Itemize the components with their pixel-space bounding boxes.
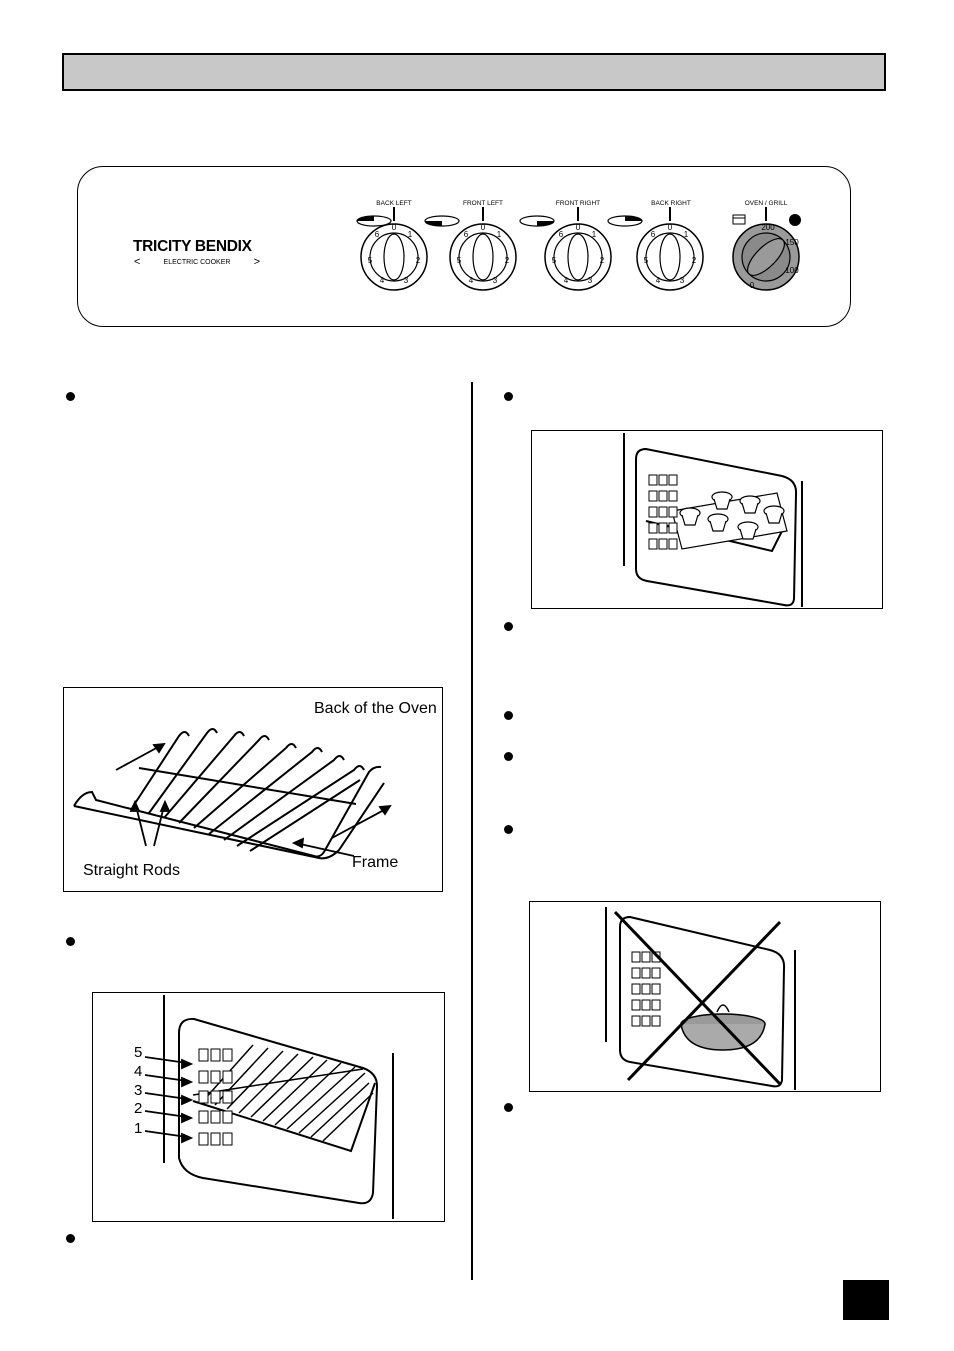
dial-number: 6	[651, 230, 656, 239]
dial-number: 1	[497, 230, 502, 239]
left-chevron-icon: <	[134, 256, 141, 268]
knob-label-front-right: FRONT RIGHT	[555, 200, 601, 207]
bullet-icon	[504, 622, 513, 631]
dial-number: 0	[668, 223, 673, 232]
bullet-icon	[66, 1234, 75, 1243]
dial-number: 0	[481, 223, 486, 232]
dial-number: 2	[505, 256, 510, 265]
shelf-level-3: 3	[134, 1082, 143, 1099]
bullet-icon	[66, 392, 75, 401]
hob-knob-front-right[interactable]	[544, 207, 612, 291]
dial-number: 3	[493, 276, 498, 285]
knob-label-oven-grill: OVEN / GRILL	[744, 200, 788, 207]
dial-number: 5	[644, 256, 649, 265]
bullet-icon	[504, 392, 513, 401]
bullet-icon	[504, 752, 513, 761]
dial-number: 4	[469, 276, 474, 285]
figure-incorrect-dish-on-oven-base	[529, 901, 881, 1092]
dial-number: 2	[692, 256, 697, 265]
dial-number: 6	[375, 230, 380, 239]
figure-shelf-runner-positions: 5 4 3 2 1	[92, 992, 445, 1222]
dial-number: 4	[656, 276, 661, 285]
dial-number: 2	[600, 256, 605, 265]
dial-number: 0	[576, 223, 581, 232]
dial-number: 2	[416, 256, 421, 265]
shelf-level-5: 5	[134, 1044, 143, 1061]
shelf-level-4: 4	[134, 1063, 143, 1080]
dial-number: 1	[684, 230, 689, 239]
oven-dial-number: 200	[761, 223, 775, 232]
dial-number: 5	[368, 256, 373, 265]
oven-dial-number: 100	[785, 266, 799, 275]
figure-baking-tray-in-oven	[531, 430, 883, 609]
label-straight-rods: Straight Rods	[83, 862, 180, 879]
dial-number: 6	[559, 230, 564, 239]
page-number-box	[843, 1280, 889, 1320]
shelf-level-1: 1	[134, 1120, 143, 1137]
dial-number: 5	[457, 256, 462, 265]
column-divider	[471, 382, 473, 1280]
dial-number: 4	[564, 276, 569, 285]
bullet-icon	[504, 825, 513, 834]
oven-indicator-light-icon	[789, 214, 801, 226]
cooker-control-panel	[77, 166, 851, 327]
hob-knob-back-right[interactable]	[636, 207, 704, 291]
dial-number: 3	[588, 276, 593, 285]
label-back-of-oven: Back of the Oven	[314, 700, 437, 717]
hob-knob-back-left[interactable]	[360, 207, 428, 291]
oven-grill-knob[interactable]	[732, 207, 800, 291]
figure-oven-shelf: Back of the Oven Straight Rods Frame	[63, 687, 443, 892]
dial-number: 1	[408, 230, 413, 239]
knob-label-back-right: BACK RIGHT	[651, 200, 691, 207]
oven-dial-number: 0	[750, 281, 755, 290]
bullet-icon	[504, 1103, 513, 1112]
cross-icon	[613, 910, 782, 1086]
dial-number: 5	[552, 256, 557, 265]
dial-number: 1	[592, 230, 597, 239]
section-header-bar	[62, 53, 886, 91]
dial-number: 3	[680, 276, 685, 285]
dial-number: 3	[404, 276, 409, 285]
dial-number: 6	[464, 230, 469, 239]
cake-icon	[679, 491, 785, 540]
oven-dial-number: 150	[785, 238, 799, 247]
grill-symbol-icon	[732, 214, 746, 225]
knob-label-back-left: BACK LEFT	[376, 200, 412, 207]
right-chevron-icon: >	[253, 256, 260, 268]
dial-number: 0	[392, 223, 397, 232]
bullet-icon	[66, 937, 75, 946]
control-knobs-graphic: 0 1 2 3 4 5 6 0 1 2 3 4 5 6 0 1 2 3 4 5 …	[356, 207, 801, 291]
hob-knob-front-left[interactable]	[449, 207, 517, 291]
brand-subtitle: < ELECTRIC COOKER >	[134, 256, 260, 268]
shelf-level-2: 2	[134, 1100, 143, 1117]
dial-number: 4	[380, 276, 385, 285]
bullet-icon	[504, 711, 513, 720]
knob-label-front-left: FRONT LEFT	[463, 200, 503, 207]
label-frame: Frame	[352, 854, 399, 871]
brand-logo: TRICITY BENDIX	[133, 238, 252, 255]
